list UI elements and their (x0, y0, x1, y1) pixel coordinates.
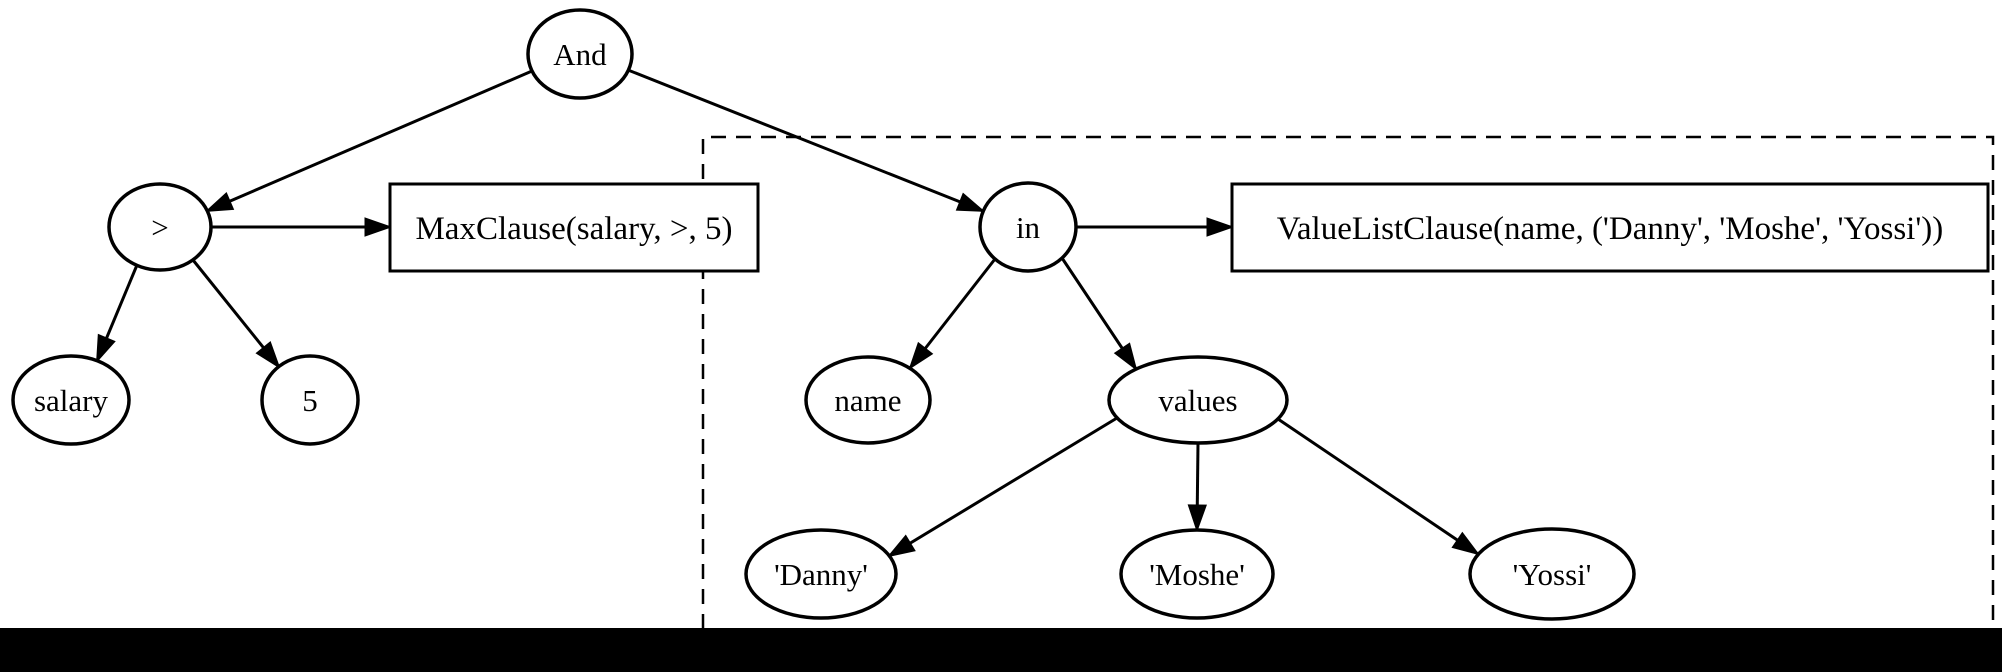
node-five: 5 (260, 354, 360, 446)
node-name: name (804, 355, 932, 445)
edge-in-values (1060, 257, 1138, 372)
node-in-label: in (1016, 210, 1041, 245)
clause-maxclause-label: MaxClause(salary, >, 5) (415, 211, 732, 247)
node-values-label: values (1158, 383, 1237, 418)
node-yossi: 'Yossi' (1468, 527, 1636, 621)
dashed-group-box (701, 135, 1995, 629)
node-danny-label: 'Danny' (774, 557, 868, 592)
clause-valuelistclause: ValueListClause(name, ('Danny', 'Moshe',… (1230, 182, 1990, 273)
edge-in-name (908, 258, 997, 370)
node-values: values (1107, 355, 1289, 445)
node-salary: salary (11, 354, 131, 446)
edge-gt-salary (95, 264, 139, 364)
edge-values-moshe (1187, 442, 1207, 533)
node-gt-label: > (151, 210, 168, 245)
edge-and-in (627, 68, 986, 213)
node-moshe: 'Moshe' (1119, 528, 1275, 620)
node-and: And (526, 8, 634, 100)
node-name-label: name (834, 383, 901, 418)
clause-maxclause: MaxClause(salary, >, 5) (388, 182, 760, 273)
node-yossi-label: 'Yossi' (1513, 557, 1592, 592)
node-in: in (978, 181, 1078, 273)
node-moshe-label: 'Moshe' (1149, 557, 1245, 592)
node-salary-label: salary (34, 383, 109, 418)
bottom-black-bar (0, 628, 2002, 672)
edge-values-yossi (1277, 417, 1481, 556)
edge-gt-five (191, 259, 281, 369)
clause-valuelistclause-label: ValueListClause(name, ('Danny', 'Moshe',… (1277, 211, 1944, 247)
node-danny: 'Danny' (744, 528, 898, 620)
edge-values-danny (886, 416, 1118, 558)
node-five-label: 5 (302, 383, 318, 418)
node-and-label: And (553, 37, 607, 72)
edge-and-gt (204, 69, 533, 213)
node-gt: > (107, 182, 213, 272)
